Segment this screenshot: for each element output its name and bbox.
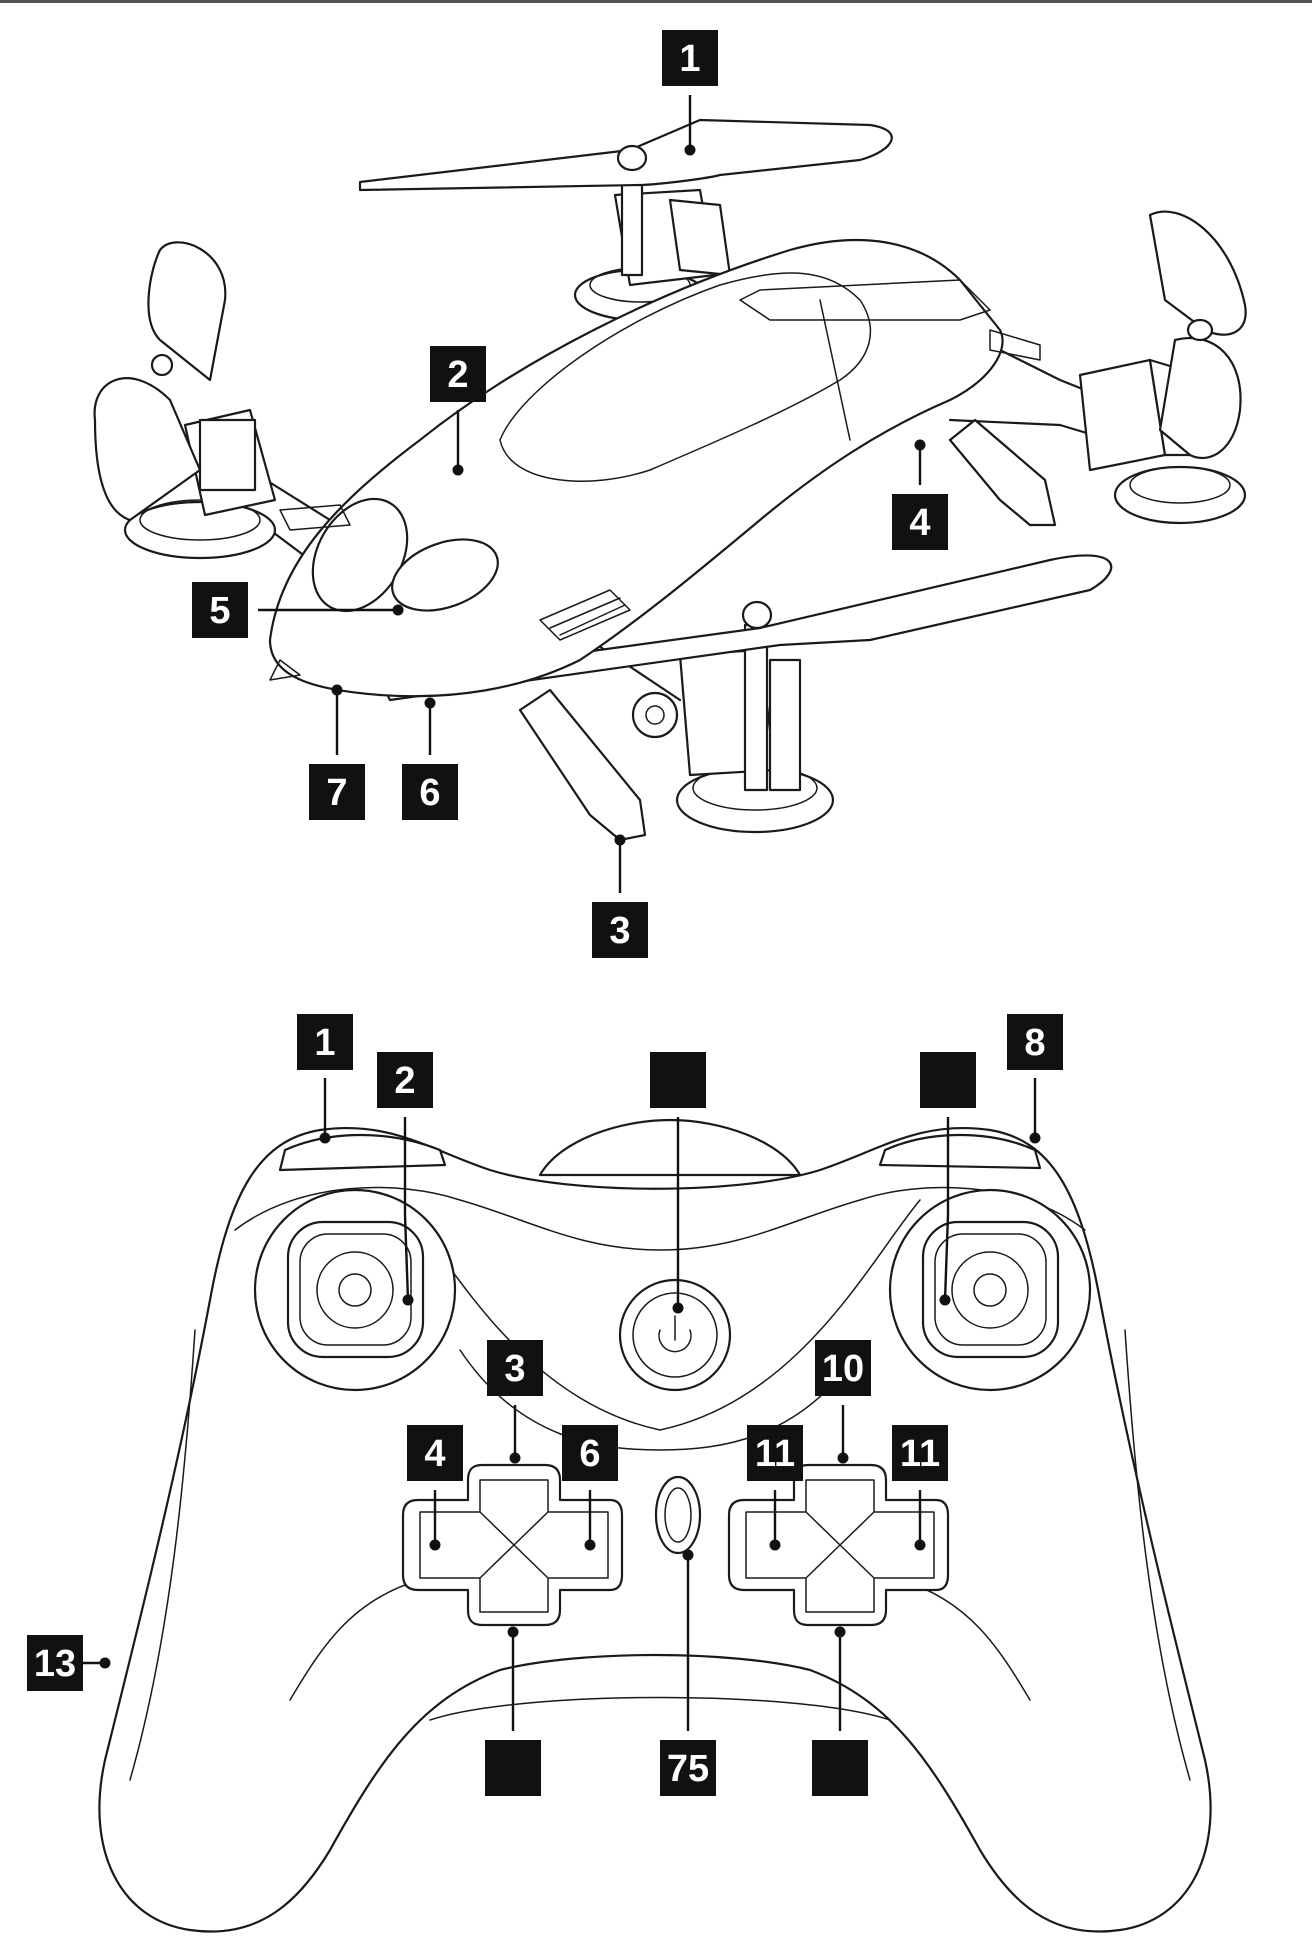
callout-dot-c2 (402, 1294, 414, 1306)
callout-leader-c-top-right (943, 1117, 950, 1301)
callout-dot-d5 (392, 604, 404, 616)
callout-number-c11b: 11 (900, 1433, 940, 1475)
callout-dot-c1 (319, 1132, 331, 1144)
callout-number-d2: 2 (447, 354, 468, 396)
drone-illustration (93, 118, 1247, 842)
callout-dot-c13 (99, 1657, 111, 1669)
callout-dot-c11a (769, 1539, 781, 1551)
callout-dot-d4 (914, 439, 926, 451)
callout-number-d3: 3 (609, 910, 630, 952)
callout-dot-c8 (1029, 1132, 1041, 1144)
callout-badge-c8 (1007, 1014, 1063, 1070)
callout-dot-d3 (614, 834, 626, 846)
callout-number-c3: 3 (504, 1348, 525, 1390)
callout-leaders (83, 95, 1041, 1731)
callout-dot-d7 (331, 684, 343, 696)
callout-badge-c11a (747, 1425, 803, 1481)
callout-number-d7: 7 (326, 772, 347, 814)
callout-badge-c10 (815, 1340, 871, 1396)
callout-dot-c75 (682, 1549, 694, 1561)
callout-badge-c75 (660, 1740, 716, 1796)
callout-number-c75: 75 (667, 1748, 709, 1790)
callout-number-c13: 13 (34, 1643, 76, 1685)
callout-badge-d6 (402, 764, 458, 820)
callout-badge-c-top-right (920, 1052, 976, 1108)
callout-badge-d3 (592, 902, 648, 958)
callout-dot-c-top-center (672, 1302, 684, 1314)
callout-badge-c11b (892, 1425, 948, 1481)
callout-badge-c6 (562, 1425, 618, 1481)
callout-number-c10: 10 (822, 1348, 864, 1390)
callout-dot-d1 (684, 144, 696, 156)
callout-dot-c11b (914, 1539, 926, 1551)
callout-dot-c-top-right (939, 1294, 951, 1306)
callout-badge-d2 (430, 346, 486, 402)
callout-dot-c6 (584, 1539, 596, 1551)
callout-dot-d2 (452, 464, 464, 476)
callout-dot-d6 (424, 697, 436, 709)
top-rule (0, 0, 1312, 3)
callout-number-c4: 4 (424, 1433, 445, 1475)
callout-dot-c4 (429, 1539, 441, 1551)
callout-number-d6: 6 (419, 772, 440, 814)
callout-badge-c13 (27, 1635, 83, 1691)
callout-number-d4: 4 (909, 502, 930, 544)
callout-badge-c3 (487, 1340, 543, 1396)
callout-number-c8: 8 (1024, 1022, 1045, 1064)
callout-number-d1: 1 (679, 38, 700, 80)
callout-dot-c-bottom-left (507, 1626, 519, 1638)
callout-badge-c-top-center (650, 1052, 706, 1108)
callout-number-c11a: 11 (755, 1433, 795, 1475)
callout-badge-d1 (662, 30, 718, 86)
callout-badge-d7 (309, 764, 365, 820)
callout-badges: 1 2 3 4 5 6 7 1 2 3 4 6 8 10 11 11 13 75 (27, 30, 1063, 1796)
callout-badge-c2 (377, 1052, 433, 1108)
callout-badge-c1 (297, 1014, 353, 1070)
callout-badge-d4 (892, 494, 948, 550)
callout-dot-c10 (837, 1452, 849, 1464)
callout-badge-c-bottom-left (485, 1740, 541, 1796)
callout-badge-d5 (192, 582, 248, 638)
callout-leader-c2 (403, 1117, 410, 1301)
controller-illustration (98, 1118, 1212, 1933)
callout-number-c2: 2 (394, 1060, 415, 1102)
callout-number-c6: 6 (579, 1433, 600, 1475)
callout-number-d5: 5 (209, 590, 230, 632)
callout-dot-c-bottom-right (834, 1626, 846, 1638)
callout-number-c1: 1 (314, 1022, 335, 1064)
callout-badge-c4 (407, 1425, 463, 1481)
callout-dot-c3 (509, 1452, 521, 1464)
callout-badge-c-bottom-right (812, 1740, 868, 1796)
